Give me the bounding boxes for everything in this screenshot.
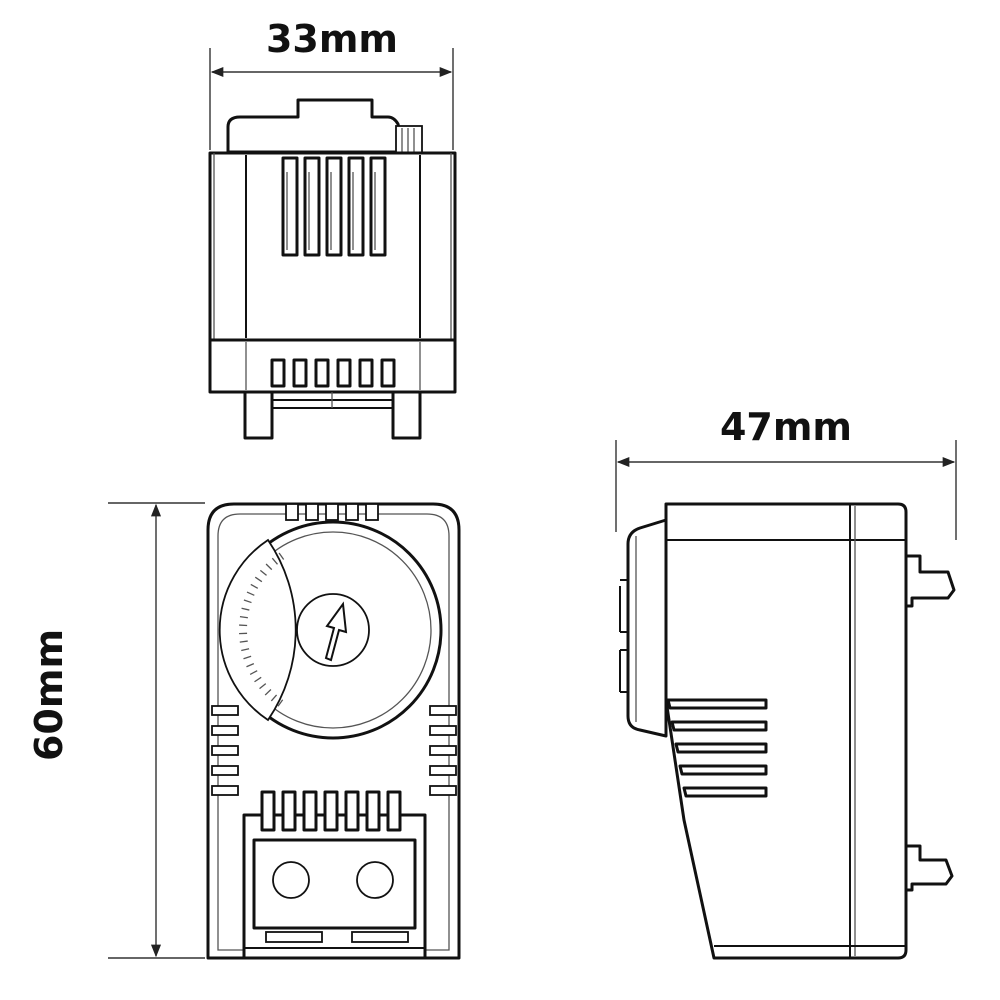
front-top-vents — [285, 503, 379, 521]
dial-tooth — [264, 689, 272, 696]
depth-label: 47mm — [720, 405, 852, 449]
dial-tooth — [243, 655, 252, 660]
din-clip-right — [391, 390, 422, 440]
front-side-vents — [211, 705, 457, 796]
knob-top — [226, 98, 406, 154]
vent-slot — [285, 503, 299, 521]
dial-tooth — [250, 583, 259, 589]
terminal-fin — [344, 790, 360, 832]
dial-teeth — [239, 552, 285, 707]
side-rib — [429, 725, 457, 736]
side-housing — [664, 502, 908, 960]
vent-fin — [380, 358, 396, 388]
vent-fin — [292, 358, 308, 388]
vent-fin — [281, 156, 299, 257]
din-clip-left — [243, 390, 274, 440]
dial-tooth — [241, 607, 250, 611]
front-view: 60mm — [27, 502, 461, 960]
vent-fin — [336, 358, 352, 388]
side-rib — [211, 705, 239, 716]
height-dimension: 60mm — [27, 502, 205, 959]
top-view: 33mm — [208, 17, 457, 440]
vent-fin — [325, 156, 343, 257]
dial-tooth — [239, 615, 248, 619]
dial-tooth — [254, 676, 262, 683]
width-label: 33mm — [266, 17, 398, 61]
vent-slot — [365, 503, 379, 521]
dial-tooth — [254, 576, 263, 583]
side-fin — [674, 742, 768, 754]
dial-tooth — [249, 670, 258, 675]
side-knob — [626, 518, 668, 738]
dial-tooth — [243, 599, 252, 604]
terminal-screw-left[interactable] — [272, 861, 310, 899]
side-rib — [211, 745, 239, 756]
terminal-fins — [260, 790, 402, 832]
dial-tooth — [259, 569, 267, 576]
knob-grip — [395, 125, 423, 155]
top-vent-fins — [281, 156, 387, 257]
terminal-fin — [260, 790, 276, 832]
dial-tooth — [271, 557, 278, 565]
side-rib — [211, 765, 239, 776]
vent-fin — [369, 156, 387, 257]
vent-fin — [303, 156, 321, 257]
dial-tooth — [277, 699, 284, 707]
width-dimension: 33mm — [209, 17, 454, 150]
dial-tooth — [241, 648, 250, 652]
arrow-up-icon — [324, 601, 348, 662]
side-fin — [678, 764, 768, 776]
dial-tooth — [265, 563, 273, 571]
vent-fin — [347, 156, 365, 257]
dial-tooth — [270, 694, 278, 702]
terminal-fin — [281, 790, 297, 832]
terminal-fin — [323, 790, 339, 832]
side-rib — [429, 745, 457, 756]
vent-slot — [325, 503, 339, 521]
vent-slot — [345, 503, 359, 521]
vent-fin — [270, 358, 286, 388]
side-rib — [211, 725, 239, 736]
side-fin — [666, 698, 768, 710]
side-vent-fins — [666, 698, 768, 798]
dial-tooth — [259, 683, 267, 690]
terminal-screw-right[interactable] — [356, 861, 394, 899]
side-din-clip-top — [904, 554, 956, 608]
terminal-fin — [302, 790, 318, 832]
dial-tooth — [239, 640, 248, 643]
vent-fin — [314, 358, 330, 388]
depth-dimension: 47mm — [615, 405, 957, 540]
terminal-block — [242, 790, 427, 960]
vent-fin — [358, 358, 374, 388]
vent-slot — [305, 503, 319, 521]
side-view: 47mm — [615, 405, 957, 960]
top-body-lower — [208, 338, 457, 394]
side-fin — [670, 720, 768, 732]
terminal-fin — [386, 790, 402, 832]
height-label: 60mm — [27, 629, 71, 761]
dial-tooth — [246, 663, 255, 668]
side-rib — [429, 705, 457, 716]
terminal-fin — [365, 790, 381, 832]
top-lower-fins — [270, 358, 396, 388]
dial-tooth — [278, 552, 285, 560]
dial-tooth — [246, 591, 255, 596]
side-rib — [211, 785, 239, 796]
side-din-clip-bottom — [904, 844, 954, 892]
dial-toothed-segment[interactable] — [218, 538, 297, 722]
side-fin — [682, 786, 768, 798]
side-rib — [429, 785, 457, 796]
side-rib — [429, 765, 457, 776]
